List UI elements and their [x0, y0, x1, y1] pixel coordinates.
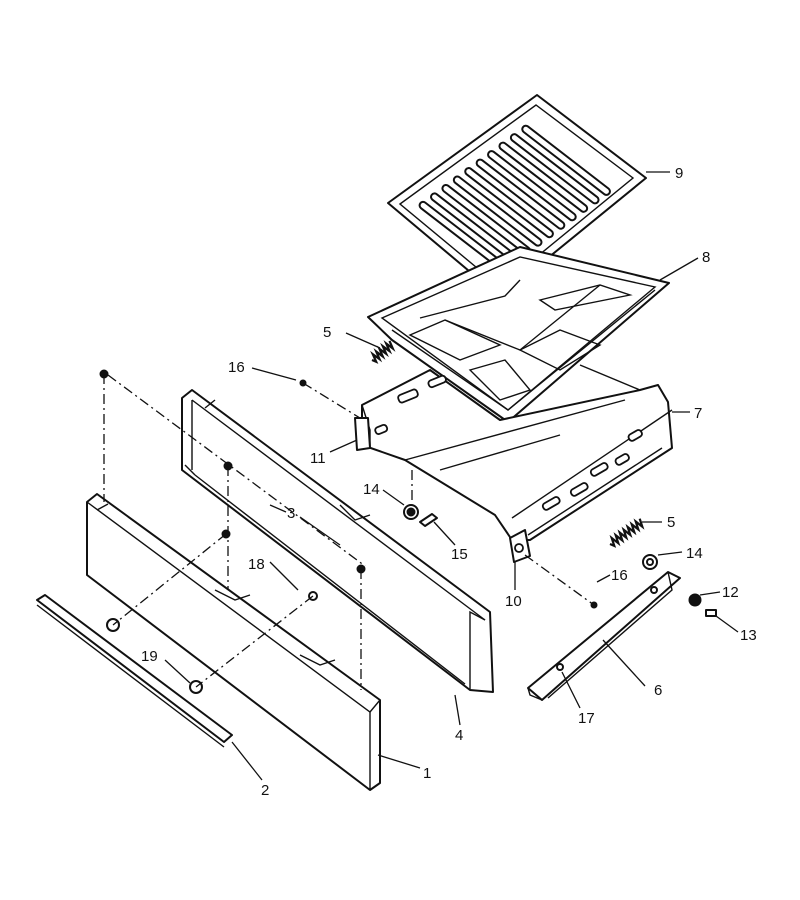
callout-11: 11 — [310, 450, 326, 467]
callout-4: 4 — [455, 727, 463, 744]
grid-slot-inner — [454, 177, 541, 245]
callout-16-upper: 16 — [228, 359, 245, 376]
leader-lines — [164, 171, 739, 781]
callout-13: 13 — [740, 627, 757, 644]
spring-coil — [370, 340, 396, 364]
grid-slot-inner — [511, 135, 598, 203]
part-9-broiler-grid — [387, 94, 647, 298]
callout-9: 9 — [675, 165, 683, 182]
part-5-spring-lower — [609, 518, 645, 548]
part-6-slide-rail — [527, 571, 681, 701]
callout-19: 19 — [141, 648, 158, 665]
callout-10: 10 — [505, 593, 522, 610]
part-10-bracket — [509, 529, 531, 563]
part-14-nut-right — [642, 554, 658, 570]
grid-slot-inner — [420, 202, 507, 271]
part-5-spring-upper — [370, 340, 396, 364]
grid-slot-inner — [489, 152, 575, 220]
callout-18: 18 — [248, 556, 265, 573]
callout-5-upper: 5 — [323, 324, 331, 341]
grid-slot-inner — [477, 160, 564, 228]
grid-slot-inner — [500, 143, 587, 211]
callout-3: 3 — [287, 505, 295, 522]
assembly-lines — [103, 374, 595, 690]
part-11-bracket — [354, 417, 371, 451]
grid-slot-inner — [523, 126, 609, 194]
part-13-screw — [705, 609, 717, 617]
callout-7: 7 — [694, 405, 702, 422]
part-15-clip — [419, 513, 438, 527]
callout-8: 8 — [702, 249, 710, 266]
callout-2: 2 — [261, 782, 269, 799]
callouts: 9 8 5 16 7 11 14 3 15 5 14 18 16 12 10 1… — [141, 165, 757, 799]
callout-1: 1 — [423, 765, 431, 782]
part-14-nut-left — [403, 504, 419, 520]
part-7-drawer-body — [361, 364, 673, 541]
callout-5-lower: 5 — [667, 514, 675, 531]
callout-17: 17 — [578, 710, 595, 727]
part-2-handle — [36, 594, 233, 748]
callout-16-lower: 16 — [611, 567, 628, 584]
grid-slot-inner — [432, 194, 518, 262]
spring-coil — [609, 518, 645, 548]
grid-slot-inner — [466, 169, 552, 237]
part-1-drawer-front — [86, 493, 381, 791]
part-12-roller — [688, 593, 702, 607]
callout-6: 6 — [654, 682, 662, 699]
grid-slots — [418, 124, 611, 273]
callout-14-left: 14 — [363, 481, 380, 498]
part-8-broiler-pan — [367, 246, 670, 423]
callout-12: 12 — [722, 584, 739, 601]
callout-15: 15 — [451, 546, 468, 563]
grid-slot-inner — [443, 185, 530, 254]
callout-14-right: 14 — [686, 545, 703, 562]
part-4-inner-panel — [181, 389, 494, 693]
